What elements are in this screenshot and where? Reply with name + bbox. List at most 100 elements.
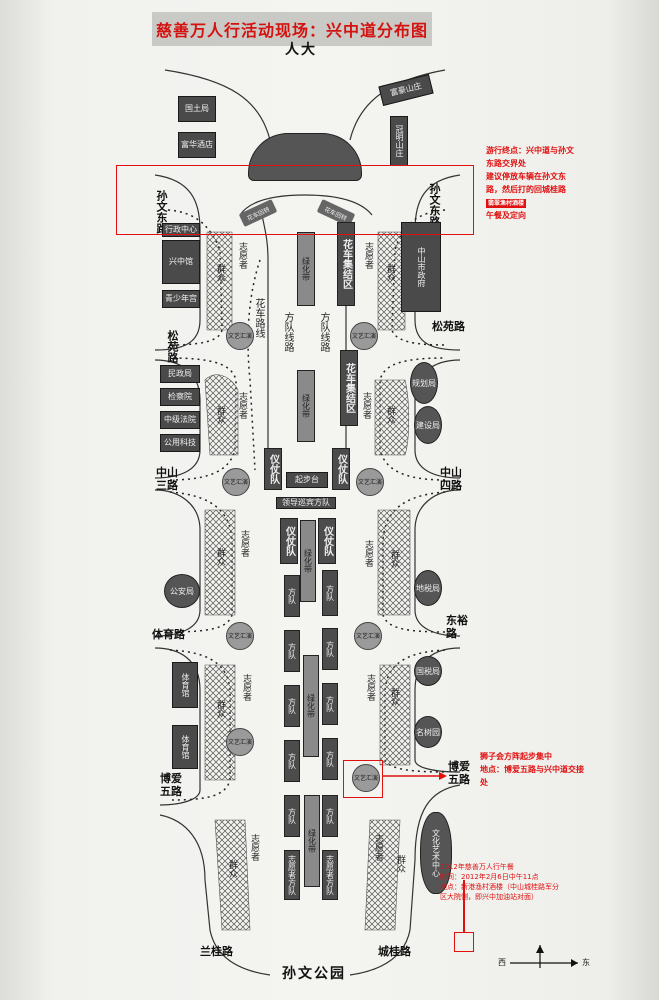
street-chengui: 城桂路 (378, 945, 411, 958)
stage-perf-2: 文艺汇演 (350, 322, 378, 350)
street-songyuan-w: 松苑路 (166, 330, 179, 363)
bld-dishui: 地税局 (414, 570, 442, 606)
formation-w1: 方队 (284, 575, 300, 617)
formation-w3: 方队 (284, 685, 300, 727)
formation-e3: 方队 (322, 683, 338, 725)
street-renda: 人大 (285, 42, 317, 58)
honor-guard-1: 仪仗队 (264, 448, 282, 490)
street-boai-e: 博爱五路 (448, 760, 470, 786)
honor-guard-2: 仪仗队 (332, 448, 350, 490)
crowd-label-6: 群众 (389, 550, 399, 568)
bld-tiyuguan-2: 体育馆 (172, 725, 198, 769)
street-tiyu: 体育路 (152, 628, 185, 641)
crowd-label-8: 群众 (389, 688, 399, 706)
volunteer-label-5: 志愿者 (239, 530, 249, 557)
crowd-label-7: 群众 (215, 700, 225, 718)
lunch-note: 2012年慈善万人行午餐 时间：2012年2月6日中午11点 地点：新港渔村酒楼… (440, 863, 559, 901)
lunch-location-box (454, 932, 474, 952)
bld-guanming: 冠明山庄 (390, 116, 408, 166)
street-boai-w: 博爱五路 (160, 772, 182, 798)
restaurant-badge: 翡翠渔村酒楼 (486, 199, 527, 208)
volunteer-label-4: 志愿者 (361, 392, 371, 419)
crowd-label-4: 群众 (385, 406, 395, 424)
end-point-note: 游行终点：兴中道与孙文东路交界处 建议停放车辆在孙文东路，然后打的回城桂路 翡翠… (486, 146, 574, 220)
vip-formation: 领导巡宾方队 (276, 497, 336, 509)
lion-club-note: 狮子会方阵起步集中 地点：博爱五路与兴中道交接处 (480, 752, 584, 787)
crowd-label-9: 群众 (227, 860, 237, 878)
volunteer-label-6: 志愿者 (363, 540, 373, 567)
volunteer-label-7: 志愿者 (241, 674, 251, 701)
street-zhongshan4: 中山四路 (440, 466, 462, 492)
bld-mingrentang: 名树园 (414, 716, 442, 748)
bld-guihua: 规划局 (410, 362, 438, 404)
stage-perf-5: 文艺汇演 (226, 622, 254, 650)
end-point-box (116, 165, 474, 235)
street-sunwen-east-e: 孙文东路 (428, 183, 441, 227)
bld-wenhua: 文化艺术中心 (420, 812, 452, 894)
crowd-label-3: 群众 (215, 406, 225, 424)
volunteer-label-9: 志愿者 (249, 834, 259, 861)
bld-gongan: 公安局 (164, 574, 200, 608)
bld-xingzheng: 行政中心 (162, 223, 200, 237)
formation-e1: 方队 (322, 570, 338, 616)
float-route-label: 花车路线 (253, 298, 264, 338)
formation-e5: 方队 (322, 795, 338, 837)
bld-jianshe: 建设局 (414, 406, 442, 444)
formation-e2: 方队 (322, 628, 338, 670)
compass-east: 东 (582, 958, 590, 967)
volunteer-formation-w: 志愿者方队 (284, 850, 300, 900)
bld-qingshaonian: 青少年宫 (162, 290, 200, 308)
honor-guard-4: 仪仗队 (318, 518, 336, 564)
street-songyuan-e: 松苑路 (432, 320, 465, 333)
formation-w2: 方队 (284, 630, 300, 672)
median-green-2: 绿化带 (297, 370, 315, 442)
bld-gongyong: 公用科技 (160, 434, 200, 452)
route-line-label-2: 方队线路 (318, 312, 329, 352)
bld-fayuan: 中级法院 (160, 411, 200, 429)
map-title: 慈善万人行活动现场：兴中道分布图 (152, 12, 432, 46)
median-green-5: 绿化带 (304, 795, 320, 887)
volunteer-label-3: 志愿者 (237, 392, 247, 419)
bld-fuhua: 富华酒店 (178, 132, 216, 158)
route-line-label-1: 方队线路 (282, 312, 293, 352)
crowd-label-1: 群众 (215, 264, 225, 282)
crowd-label-5: 群众 (215, 548, 225, 566)
median-green-3: 绿化带 (300, 520, 316, 602)
street-langui: 兰桂路 (200, 945, 233, 958)
median-green-1: 绿化带 (297, 232, 315, 306)
float-assembly-2: 花车集结区 (340, 350, 358, 426)
float-assembly-1: 花车集结区 (337, 222, 355, 306)
stage-perf-3: 文艺汇演 (222, 468, 250, 496)
volunteer-label-8: 志愿者 (365, 674, 375, 701)
bld-tiyuguan: 体育馆 (172, 662, 198, 708)
bld-guoshui: 国税局 (414, 656, 442, 686)
pavilion-icon (248, 133, 362, 181)
volunteer-label-10: 志愿者 (373, 834, 383, 861)
formation-e4: 方队 (322, 738, 338, 780)
volunteer-label-2: 志愿者 (363, 242, 373, 269)
street-zhongshan3: 中山三路 (156, 466, 178, 492)
street-dongyu: 东裕路 (446, 614, 468, 640)
stage-perf-1: 文艺汇演 (226, 322, 254, 350)
honor-guard-3: 仪仗队 (280, 518, 298, 564)
volunteer-formation-e: 志愿者方队 (322, 850, 338, 900)
median-green-4: 绿化带 (303, 655, 319, 757)
compass-west: 西 (498, 958, 506, 967)
stage-perf-7: 文艺汇演 (226, 728, 254, 756)
stage-perf-8: 文艺汇演 (352, 764, 380, 792)
bld-minzheng: 民政局 (160, 365, 200, 383)
bld-gov: 中山市政府 (401, 222, 441, 312)
lion-club-box (343, 760, 383, 798)
start-stage: 起步台 (286, 472, 328, 488)
crowd-label-10: 群众 (395, 855, 405, 873)
lunch-pointer-line (463, 880, 465, 932)
street-sunwen-park: 孙文公园 (282, 966, 346, 982)
volunteer-label-1: 志愿者 (237, 242, 247, 269)
stage-perf-6: 文艺汇演 (354, 622, 382, 650)
bld-guotu: 国土局 (178, 96, 216, 122)
formation-w4: 方队 (284, 740, 300, 782)
stage-perf-4: 文艺汇演 (356, 468, 384, 496)
bld-xingzhongguan: 兴中馆 (162, 240, 200, 284)
